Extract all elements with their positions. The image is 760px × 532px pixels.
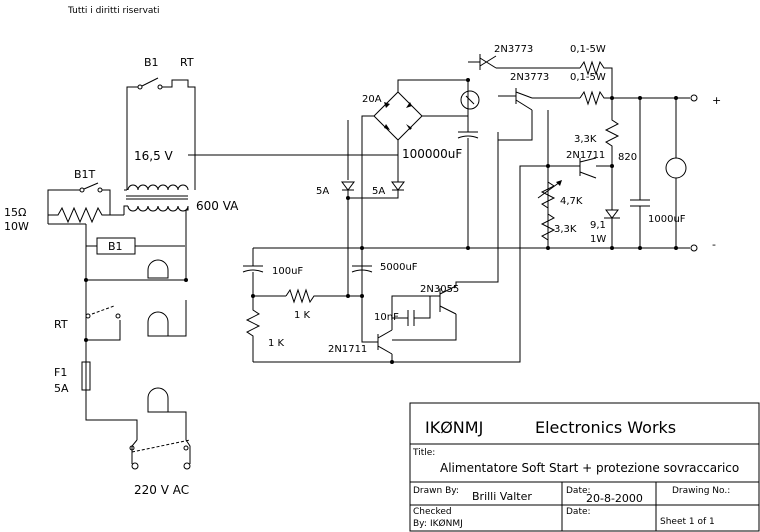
drawing-title: Alimentatore Soft Start + protezione sov… <box>440 461 739 475</box>
transformer <box>123 184 189 240</box>
label-15ohm: 15Ω <box>4 206 26 219</box>
label-5000uf: 5000uF <box>380 262 418 273</box>
drawing-no-label: Drawing No.: <box>672 486 730 496</box>
label-9-1: 9,1 <box>590 220 606 231</box>
label-rt-top: RT <box>180 56 194 69</box>
label-0-1-5w-a: 0,1-5W <box>570 44 606 55</box>
label-0-1-5w-b: 0,1-5W <box>570 72 606 83</box>
date-label: Date: <box>566 486 591 496</box>
label-10nf: 10nF <box>374 312 399 323</box>
label-4-7k: 4,7K <box>560 196 583 207</box>
label-3-3k-a: 3,3K <box>574 134 597 145</box>
label-2n1711-high: 2N1711 <box>566 150 605 161</box>
label-100uf: 100uF <box>272 266 303 277</box>
label-2n1711-low: 2N1711 <box>328 344 367 355</box>
drawn-by: Brilli Valter <box>472 490 532 503</box>
label-diode-5a-left: 5A <box>316 186 329 197</box>
label-f1-5a: 5A <box>54 382 69 395</box>
component-labels: B1 RT B1T 15Ω 10W B1 RT F1 5A 220 V AC 1… <box>4 44 721 497</box>
title-label: Title: <box>412 448 435 458</box>
label-b1-box: B1 <box>108 240 123 253</box>
label-2n3773-b: 2N3773 <box>510 72 549 83</box>
date2-label: Date: <box>566 507 591 517</box>
label-2n3773-a: 2N3773 <box>494 44 533 55</box>
checked-by-label: By: <box>413 519 427 529</box>
label-mains: 220 V AC <box>134 483 189 497</box>
label-2n3055: 2N3055 <box>420 284 459 295</box>
label-b1-top: B1 <box>144 56 159 69</box>
label-f1: F1 <box>54 366 67 379</box>
label-1000uf: 1000uF <box>648 214 686 225</box>
label-1k-a: 1 K <box>294 310 311 321</box>
label-rt-left: RT <box>54 318 68 331</box>
label-16-5v: 16,5 V <box>134 149 174 163</box>
title-block: IKØNMJ Electronics Works Title: Alimenta… <box>409 402 760 532</box>
regulator-section <box>537 94 698 252</box>
drawing-date: 20-8-2000 <box>586 492 643 505</box>
label-10w: 10W <box>4 220 29 233</box>
copyright-note: Tutti i diritti riservati <box>67 6 159 16</box>
company-name: IKØNMJ <box>425 418 483 437</box>
sheet-number: Sheet 1 of 1 <box>660 517 715 527</box>
label-3-3k-b: 3,3K <box>554 224 577 235</box>
checked-label: Checked <box>413 507 452 517</box>
label-bridge-20a: 20A <box>362 94 382 105</box>
drawn-label: Drawn By: <box>413 486 459 496</box>
rectifier-section <box>188 79 690 363</box>
junction-dots <box>84 78 678 364</box>
company-works: Electronics Works <box>535 418 676 437</box>
label-out-minus: - <box>712 238 716 251</box>
label-diode-5a-right: 5A <box>372 186 385 197</box>
label-b1t: B1T <box>74 168 96 181</box>
label-820: 820 <box>618 152 637 163</box>
label-100000uf: 100000uF <box>402 147 462 161</box>
label-600va: 600 VA <box>196 199 239 213</box>
checked-by: IKØNMJ <box>430 518 463 529</box>
label-1k-b: 1 K <box>268 338 285 349</box>
label-1w: 1W <box>590 234 606 245</box>
label-out-plus: + <box>712 94 721 107</box>
primary-wiring <box>47 77 196 470</box>
